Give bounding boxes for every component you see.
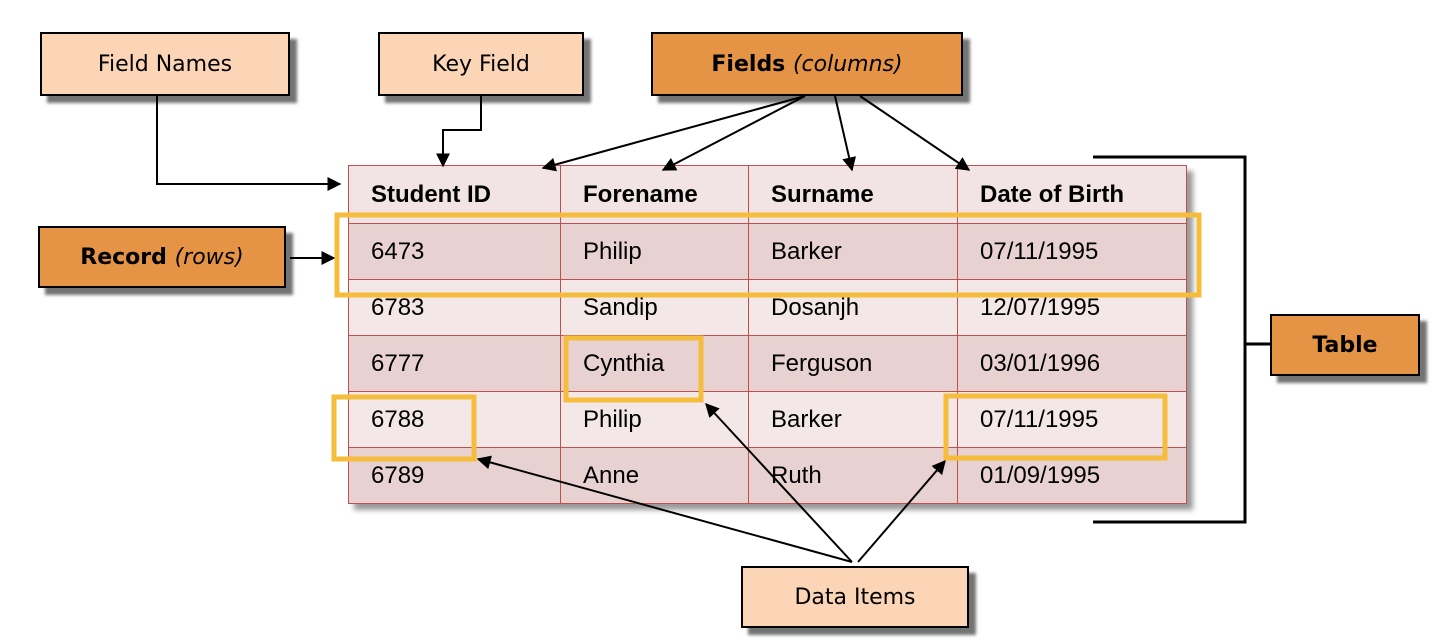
fields-label: Fields (columns) — [651, 32, 963, 96]
fields-arrow — [661, 95, 806, 171]
table-cell: Barker — [748, 391, 958, 448]
key-field-connector — [436, 96, 482, 168]
record-label: Record (rows) — [38, 226, 286, 288]
table-cell: Sandip — [560, 279, 749, 336]
table-cell: 07/11/1995 — [957, 391, 1187, 448]
data-items-arrow — [476, 455, 853, 563]
table-label: Table — [1270, 314, 1420, 376]
table-text: Table — [1312, 332, 1378, 358]
table-row: 6473 Philip Barker 07/11/1995 — [348, 223, 1187, 280]
fields-arrow — [541, 95, 806, 172]
data-items-arrow — [857, 459, 946, 563]
table-cell: 03/01/1996 — [957, 335, 1187, 392]
key-field-label: Key Field — [378, 32, 584, 96]
record-highlight-box — [334, 212, 1202, 298]
table-cell: 12/07/1995 — [957, 279, 1187, 336]
fields-text: Fields — [711, 51, 786, 77]
key-field-text: Key Field — [432, 51, 530, 77]
field-names-text: Field Names — [97, 51, 233, 77]
data-items-label: Data Items — [741, 566, 969, 628]
table-cell: 6788 — [348, 391, 561, 448]
student-table: Student ID Forename Surname Date of Birt… — [348, 165, 1187, 504]
record-paren-text: (rows) — [174, 244, 244, 270]
data-items-arrow — [705, 402, 853, 563]
data-items-text: Data Items — [794, 584, 916, 610]
data-item-highlight-box — [943, 393, 1168, 461]
table-row: 6788 Philip Barker 07/11/1995 — [348, 391, 1187, 448]
data-item-highlight-box — [563, 335, 704, 403]
table-cell: 07/11/1995 — [957, 223, 1187, 280]
table-cell: Dosanjh — [748, 279, 958, 336]
fields-paren-text: (columns) — [792, 51, 903, 77]
table-bracket — [1093, 155, 1247, 524]
data-item-highlight-box — [331, 394, 477, 462]
fields-arrow — [859, 95, 971, 171]
table-cell: Barker — [748, 223, 958, 280]
field-names-label: Field Names — [40, 32, 290, 96]
table-cell: Anne — [560, 447, 749, 504]
field-names-connector — [156, 96, 342, 191]
record-text: Record — [80, 244, 167, 270]
table-cell: Philip — [560, 223, 749, 280]
table-cell: 6783 — [348, 279, 561, 336]
table-cell: Ferguson — [748, 335, 958, 392]
table-row: 6783 Sandip Dosanjh 12/07/1995 — [348, 279, 1187, 336]
fields-arrow — [834, 95, 857, 172]
